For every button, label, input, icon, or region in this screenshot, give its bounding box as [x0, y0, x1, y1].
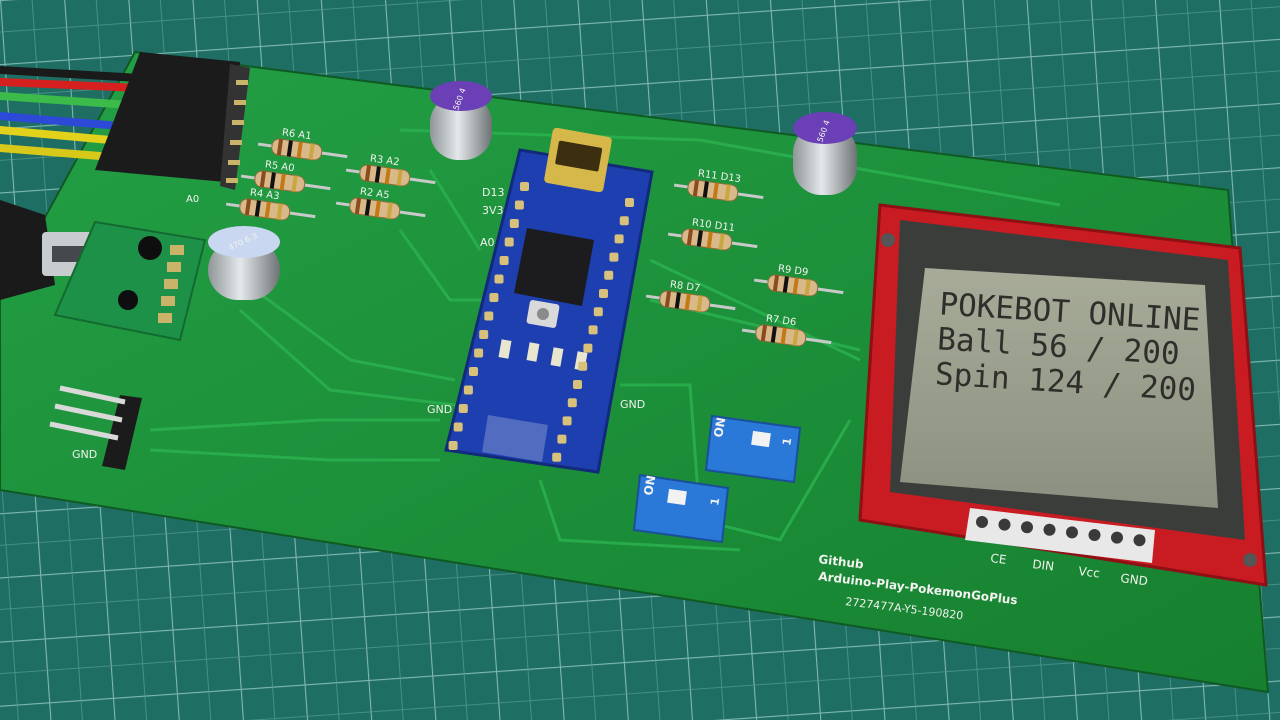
lcd-header-pin	[1111, 531, 1123, 544]
lcd-header-pin	[1043, 523, 1056, 536]
dip-num-label: 1	[780, 437, 794, 447]
nano-pin	[484, 311, 494, 321]
resistor: R6 A1	[257, 127, 348, 161]
lcd-pin-gnd: GND	[1120, 571, 1149, 588]
resistor: R3 A2	[345, 153, 436, 187]
label-gnd-center: GND	[427, 403, 452, 416]
dip-on-label: ON	[711, 416, 728, 438]
nano-pin	[625, 198, 634, 207]
nano-pin	[448, 441, 458, 450]
nano-pin	[479, 330, 489, 339]
arduino-nano-board	[444, 127, 654, 474]
label-3v3: 3V3	[482, 204, 504, 217]
resistor: R9 D9	[753, 263, 844, 297]
resistor-label: R2 A5	[359, 186, 390, 201]
resistor: R11 D13	[673, 168, 764, 202]
dip-num-label-2: 1	[708, 497, 722, 507]
resistor: R5 A0	[240, 159, 331, 193]
label-a0-top: A0	[186, 194, 199, 205]
nano-pin	[520, 182, 529, 191]
pin-header-connector	[95, 52, 250, 190]
resistor-label: R3 A2	[369, 153, 400, 168]
nano-pin	[593, 307, 603, 317]
dip-switch-right[interactable]: ON 1	[704, 414, 802, 484]
nano-pin	[489, 293, 499, 302]
label-gnd-left: GND	[72, 448, 97, 461]
dip-on-label-2: ON	[641, 474, 658, 496]
nano-pin	[469, 367, 478, 376]
nano-pin	[604, 270, 614, 280]
nano-pin	[619, 216, 629, 226]
resistor: R10 D11	[667, 217, 758, 251]
github-label: Github	[818, 552, 865, 571]
nano-pin	[614, 234, 624, 244]
nano-pin	[562, 416, 572, 426]
lcd-header-pin	[1133, 534, 1146, 547]
lcd-pin-ce: CE	[990, 551, 1008, 567]
resistor: R2 A5	[335, 186, 426, 220]
nano-pin	[557, 434, 567, 444]
lcd-header-pin	[1021, 521, 1033, 534]
nano-pin	[494, 274, 504, 284]
nano-pin	[499, 256, 509, 265]
dip-switch-left[interactable]: ON 1	[632, 473, 730, 544]
nano-pin	[453, 422, 463, 432]
capacitor-c1: 560 4	[430, 81, 492, 160]
nano-pin	[474, 348, 484, 358]
nano-pin	[458, 404, 468, 413]
lcd-pin-vcc: Vcc	[1078, 564, 1101, 581]
resistor-label: R8 D7	[669, 279, 701, 294]
lcd-pin-din: DIN	[1032, 557, 1055, 574]
nokia-lcd-module: POKEBOT ONLINE Ball 56 / 200 Spin 124 / …	[858, 203, 1268, 587]
resistor-label: R5 A0	[264, 159, 295, 174]
resistor-label: R7 D6	[765, 313, 797, 328]
label-d13: D13	[482, 186, 504, 199]
lcd-header-pin	[998, 518, 1011, 531]
nano-pin	[509, 219, 519, 228]
nano-pin	[514, 200, 524, 210]
nano-pin	[583, 343, 593, 353]
nano-pin	[504, 237, 514, 247]
usb-breakout-board	[53, 220, 207, 342]
nano-pin	[599, 289, 608, 298]
nano-pin	[588, 325, 598, 335]
resistor-label: R9 D9	[777, 263, 809, 278]
resistor: R4 A3	[225, 187, 316, 221]
nano-pin	[567, 398, 577, 408]
capacitor-c-left: 470 6.3	[208, 226, 280, 300]
nano-pin	[609, 252, 619, 262]
resistor-label: R4 A3	[249, 187, 280, 202]
label-gnd-right: GND	[620, 398, 645, 411]
lcd-header-pin	[976, 516, 988, 528]
label-a0: A0	[480, 236, 495, 249]
capacitor-c3: 560 4	[793, 112, 857, 195]
resistor-label: R6 A1	[281, 127, 312, 142]
lcd-header-pin	[1088, 529, 1101, 541]
three-pin-header	[49, 385, 142, 470]
nano-pin	[463, 385, 473, 395]
nano-pin	[552, 452, 562, 462]
resistor: R7 D6	[741, 313, 832, 347]
ribbon-wires	[0, 66, 144, 160]
resistor: R8 D7	[645, 279, 736, 313]
nano-pin	[578, 361, 588, 371]
lcd-screen	[900, 268, 1218, 508]
nano-pin	[573, 380, 582, 389]
lcd-header-pin	[1066, 526, 1078, 539]
